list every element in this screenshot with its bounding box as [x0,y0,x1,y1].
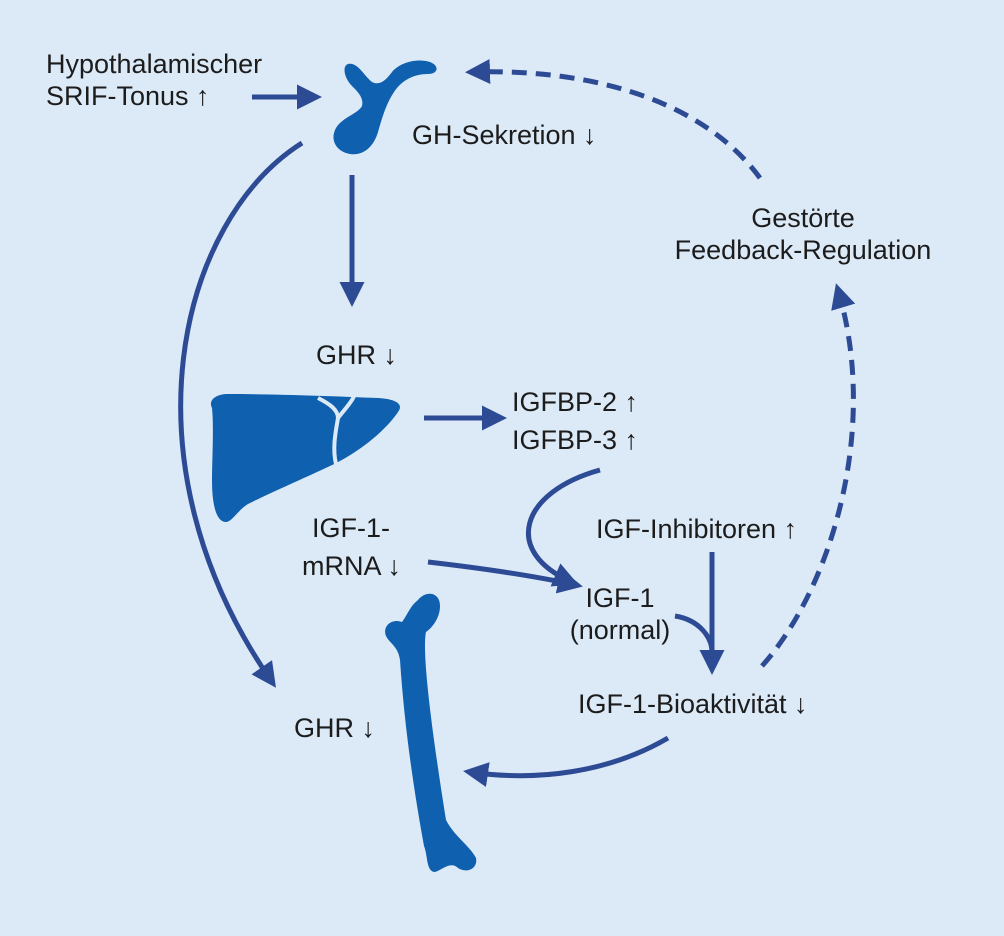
igf1-mrna-line2: mRNA ↓ [302,551,402,581]
ghr-bone-label: GHR ↓ [294,713,375,743]
arrow-mrna-to-igf1 [427,559,583,594]
igfbp-label: IGFBP-2 ↑ IGFBP-3 ↑ [512,386,638,456]
igf-inhibitors-label: IGF-Inhibitoren ↑ [596,514,798,544]
srif-label-line2: SRIF-Tonus ↑ [46,81,210,111]
igfbp3-label: IGFBP-3 ↑ [512,425,639,455]
arrow-igfbp-to-igf1 [526,467,601,587]
igf1-mrna-label: IGF-1- mRNA ↓ [302,512,401,582]
igf1-bioactivity-label: IGF-1-Bioaktivität ↓ [578,689,808,719]
igf1-normal-label: IGF-1 (normal) [545,582,695,646]
igf1-label-line1: IGF-1 [585,583,655,613]
srif-tone-label: Hypothalamischer SRIF-Tonus ↑ [46,48,262,112]
dashed-arrow-feedback-to-pituitary [465,58,763,180]
igf1-label-line2: (normal) [569,615,671,645]
igf1-mrna-line1: IGF-1- [312,513,390,543]
ghr-liver-label: GHR ↓ [316,340,397,370]
igfbp2-label: IGFBP-2 ↑ [512,387,639,417]
gh-secretion-label: GH-Sekretion ↓ [412,120,597,150]
feedback-label-line2: Feedback-Regulation [674,235,932,265]
bone-icon [385,593,477,872]
liver-icon [210,394,400,522]
feedback-label-line1: Gestörte [751,203,855,233]
arrow-pituitary-to-bone [178,140,304,688]
srif-label-line1: Hypothalamischer [46,49,263,79]
arrow-bioactivity-to-bone [463,735,670,787]
arrow-igf1-to-bioactivity-curve [674,613,715,653]
pituitary-icon [333,60,437,155]
dashed-arrow-bioactivity-to-feedback [760,283,856,668]
feedback-regulation-label: Gestörte Feedback-Regulation [652,202,954,266]
